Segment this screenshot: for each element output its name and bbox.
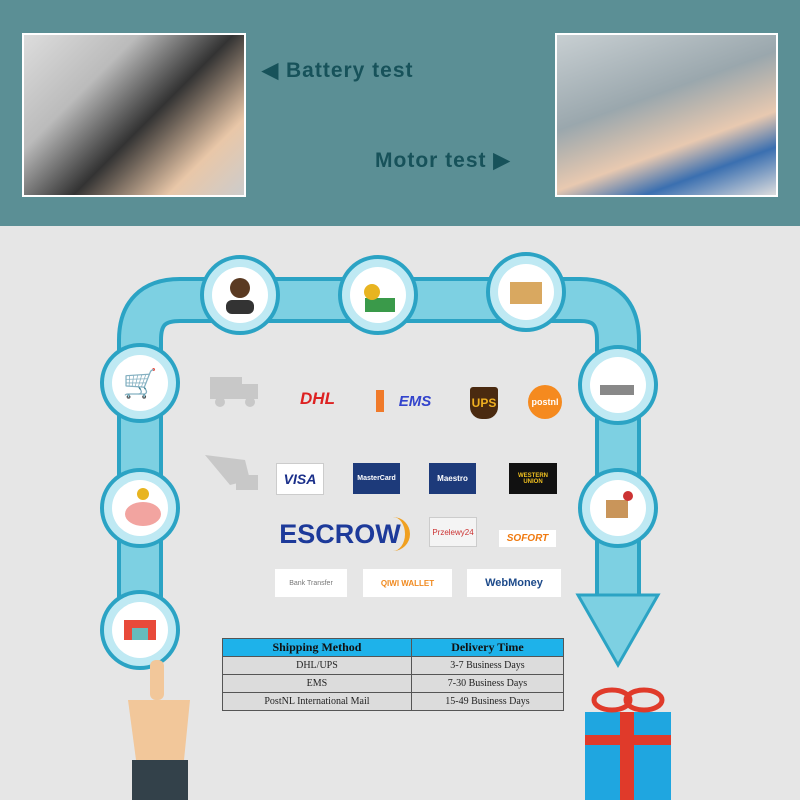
motor-test-photo: [555, 33, 778, 197]
escrow-logo: ESCROW: [275, 517, 410, 551]
western-union-logo: WESTERN UNION: [509, 463, 557, 494]
truck-icon: [210, 377, 258, 407]
pointing-hand-icon: [128, 660, 190, 800]
method-cell: DHL/UPS: [222, 656, 412, 675]
header-shipping-method: Shipping Method: [222, 638, 412, 657]
visa-logo: VISA: [276, 463, 324, 495]
battery-test-text: Battery test: [285, 59, 414, 82]
webmoney-logo: WebMoney: [467, 569, 561, 597]
svg-text:🛒: 🛒: [123, 367, 158, 400]
down-arrow-icon: [575, 593, 661, 669]
header-delivery-time: Delivery Time: [410, 638, 565, 657]
time-cell: 3-7 Business Days: [410, 656, 565, 675]
maestro-logo: Maestro: [429, 463, 476, 494]
method-cell: PostNL International Mail: [222, 692, 412, 711]
motor-test-text: Motor test: [375, 149, 487, 172]
battery-test-label: ◀ Battery test: [262, 59, 414, 82]
ups-logo: UPS: [470, 387, 498, 419]
gift-box-icon: [585, 687, 671, 800]
dhl-logo: DHL: [300, 389, 335, 408]
top-banner: ◀ Battery test Motor test ▶: [0, 0, 800, 226]
delivery-person-icon: [578, 468, 658, 548]
time-cell: 7-30 Business Days: [410, 674, 565, 693]
step-circles: 🛒: [100, 252, 658, 670]
time-cell: 15-49 Business Days: [410, 692, 565, 711]
bank-transfer-logo: Bank Transfer: [275, 569, 347, 597]
airplane-truck-icon: [578, 345, 658, 425]
table-header: Shipping Method Delivery Time: [222, 638, 565, 657]
qiwi-wallet-logo: QIWI WALLET: [363, 569, 452, 597]
money-icon: [338, 255, 418, 335]
postnl-logo: postnl: [528, 385, 562, 419]
przelewy24-logo: Przelewy24: [429, 517, 477, 547]
motor-test-label: Motor test ▶: [375, 149, 511, 172]
shop-icon: [100, 590, 180, 670]
mastercard-logo: MasterCard: [353, 463, 400, 494]
method-cell: EMS: [222, 674, 412, 693]
customer-service-icon: [200, 255, 280, 335]
piggy-bank-icon: [100, 468, 180, 548]
card-hand-icon: [205, 455, 258, 490]
sofort-logo: SOFORT: [499, 530, 556, 547]
ems-logo: EMS: [376, 390, 446, 412]
shopping-cart-icon: 🛒: [100, 343, 180, 423]
package-icon: [486, 252, 566, 332]
battery-test-photo: [22, 33, 246, 197]
